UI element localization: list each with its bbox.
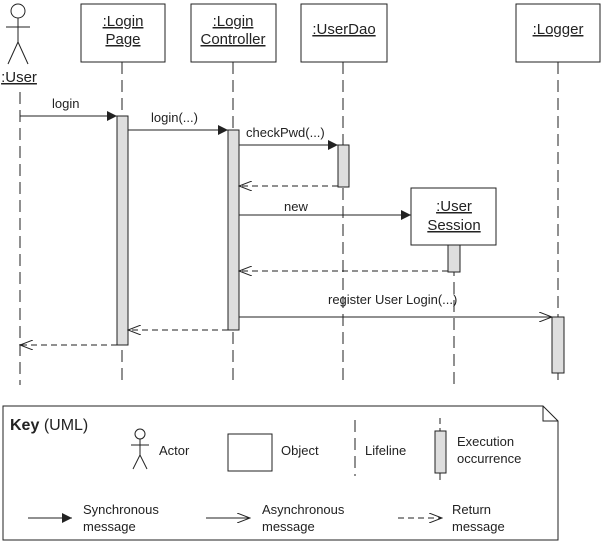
object-user-session: :User Session <box>410 187 497 246</box>
activations <box>116 115 565 374</box>
key-return-label-2: message <box>452 519 505 534</box>
key-sync-label-2: message <box>83 519 136 534</box>
activation-login-page <box>116 115 129 346</box>
activation-logger <box>551 316 565 374</box>
object-login-controller-line2: Controller <box>200 31 265 48</box>
key-execution-label-2: occurrence <box>457 451 521 466</box>
key-return-label-1: Return <box>452 502 491 517</box>
actor-user <box>6 3 30 65</box>
key-sync-label-1: Synchronous <box>83 502 159 517</box>
key-async-label-2: message <box>262 519 315 534</box>
key-execution-bar <box>434 430 447 474</box>
object-logger-label: :Logger <box>533 21 584 38</box>
object-user-session-line2: Session <box>427 217 480 234</box>
actor-user-label: :User <box>1 69 37 86</box>
key-execution-label-1: Execution <box>457 434 514 449</box>
msg-check-pwd-label: checkPwd(...) <box>246 125 325 140</box>
activation-user-dao <box>337 144 350 188</box>
key-actor-label: Actor <box>159 443 190 458</box>
key-object-box <box>227 433 273 472</box>
object-user-dao-label: :UserDao <box>312 21 375 38</box>
key-frame <box>2 405 559 541</box>
key-object-label: Object <box>281 443 319 458</box>
msg-login-args-label: login(...) <box>151 110 198 125</box>
object-login-page-line1: :Login <box>103 13 144 30</box>
object-login-page-line2: Page <box>105 31 140 48</box>
actor-icon <box>6 3 30 65</box>
activation-user-session <box>447 244 461 273</box>
object-login-controller-line1: :Login <box>213 13 254 30</box>
msg-register-label: register User Login(...) <box>328 292 457 307</box>
key-title: Key (UML) <box>10 417 88 434</box>
messages <box>20 111 552 345</box>
activation-login-controller <box>227 129 240 331</box>
key-frame-fold <box>542 406 558 422</box>
key-legend: Key (UML) Actor Object Lifeline Executio… <box>2 405 559 541</box>
key-actor-icon <box>131 428 149 470</box>
object-user-session-line1: :User <box>436 198 472 215</box>
key-async-label-1: Asynchronous <box>262 502 345 517</box>
msg-new-label: new <box>284 199 308 214</box>
object-user-dao: :UserDao <box>300 3 388 63</box>
object-logger: :Logger <box>515 3 601 63</box>
object-login-controller: :Login Controller <box>190 3 277 63</box>
msg-login-label: login <box>52 96 79 111</box>
object-login-page: :Login Page <box>80 3 166 63</box>
key-lifeline-label: Lifeline <box>365 443 406 458</box>
